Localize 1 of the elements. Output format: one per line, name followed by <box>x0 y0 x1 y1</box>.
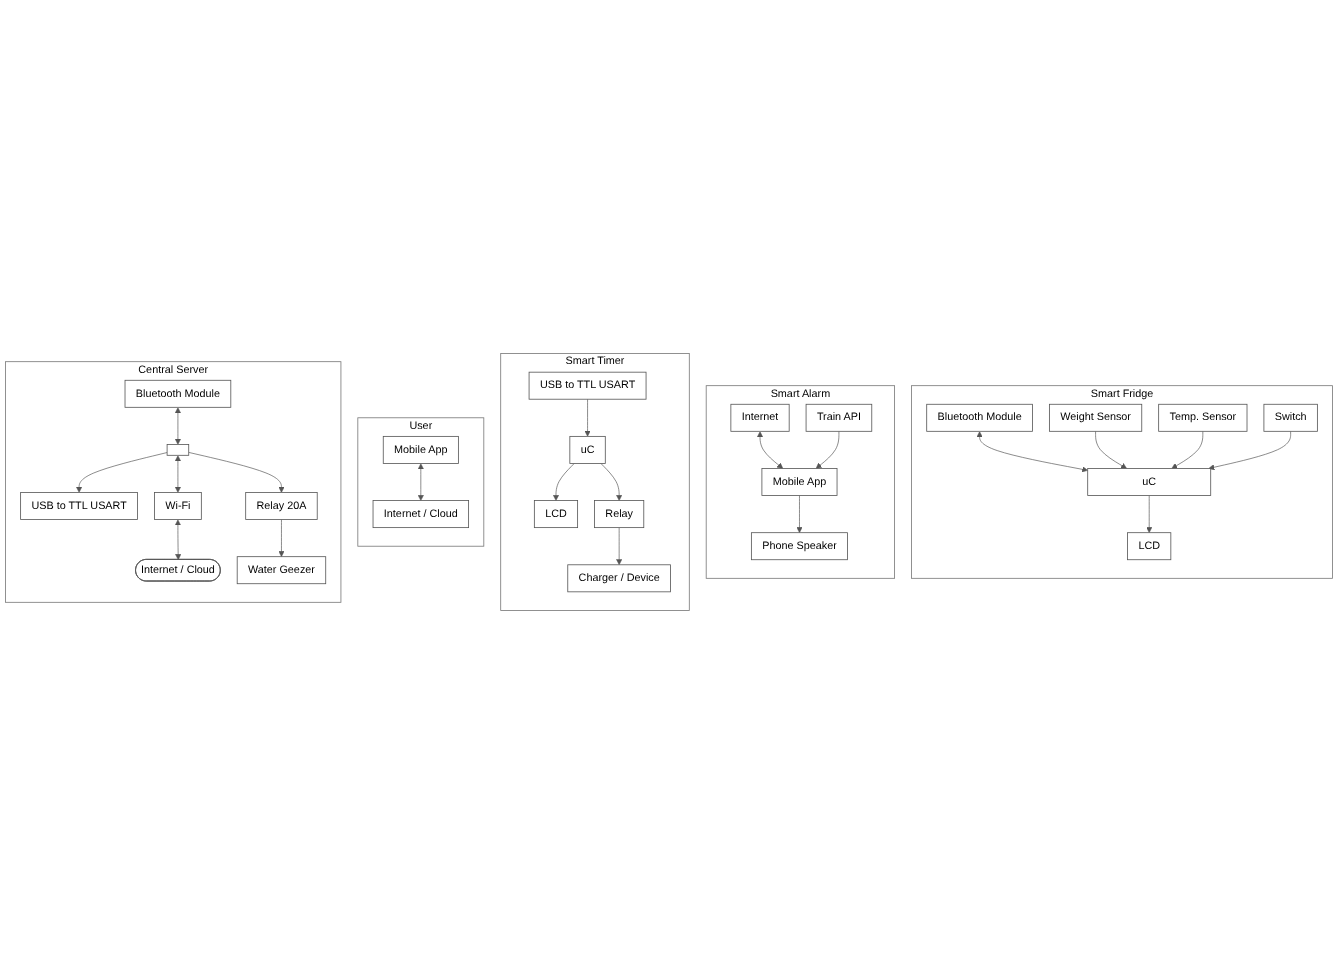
node-box <box>166 444 190 456</box>
